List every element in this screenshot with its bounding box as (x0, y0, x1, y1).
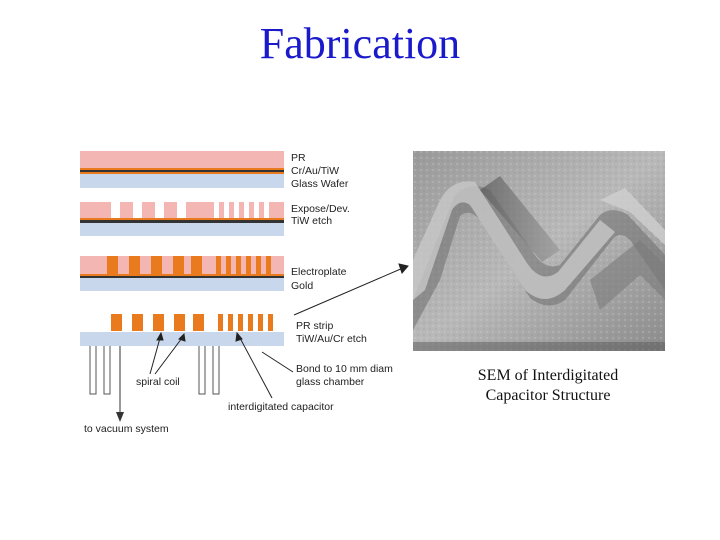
glass-wafer (80, 223, 284, 236)
step4-label-etch: TiW/Au/Cr etch (296, 333, 367, 345)
step2-label-expose: Expose/Dev. (291, 203, 350, 215)
step3-label-electroplate: Electroplate (291, 266, 347, 278)
spiral-coil-label: spiral coil (136, 376, 180, 388)
sem-caption: SEM of Interdigitated Capacitor Structur… (458, 366, 638, 406)
photoresist-layer (80, 151, 284, 168)
step2-label-etch: TiW etch (291, 215, 333, 227)
gold-electrodes (111, 314, 273, 331)
step3-label-gold: Gold (291, 280, 314, 292)
step3-stack (80, 256, 284, 291)
step1-label-glass: Glass Wafer (291, 178, 349, 190)
sem-caption-line1: SEM of Interdigitated (477, 367, 619, 384)
capacitor-label: interdigitated capacitor (228, 401, 334, 413)
step4-label-strip: PR strip (296, 320, 334, 332)
step4-stack (80, 314, 284, 422)
step2-stack (80, 202, 284, 236)
step1-label-metal: Cr/Au/TiW (291, 165, 340, 177)
pr-openings (111, 202, 269, 218)
page-title: Fabrication (259, 19, 461, 68)
step1-stack (80, 151, 284, 188)
bond-label-line1: Bond to 10 mm diam (296, 363, 393, 375)
step1-label-pr: PR (291, 152, 306, 164)
sem-caption-line2: Capacitor Structure (485, 387, 611, 404)
gold-electroplate (107, 256, 271, 274)
glass-chamber (89, 346, 220, 395)
metal-layer-gold (80, 168, 284, 170)
metal-layer-gold (80, 172, 284, 174)
glass-wafer (80, 174, 284, 188)
metal-layer-dark (80, 170, 284, 172)
bond-label-line2: glass chamber (296, 376, 365, 388)
glass-wafer (80, 278, 284, 291)
vacuum-label: to vacuum system (84, 423, 169, 435)
sem-image (413, 151, 665, 351)
callout-lines (149, 263, 409, 399)
